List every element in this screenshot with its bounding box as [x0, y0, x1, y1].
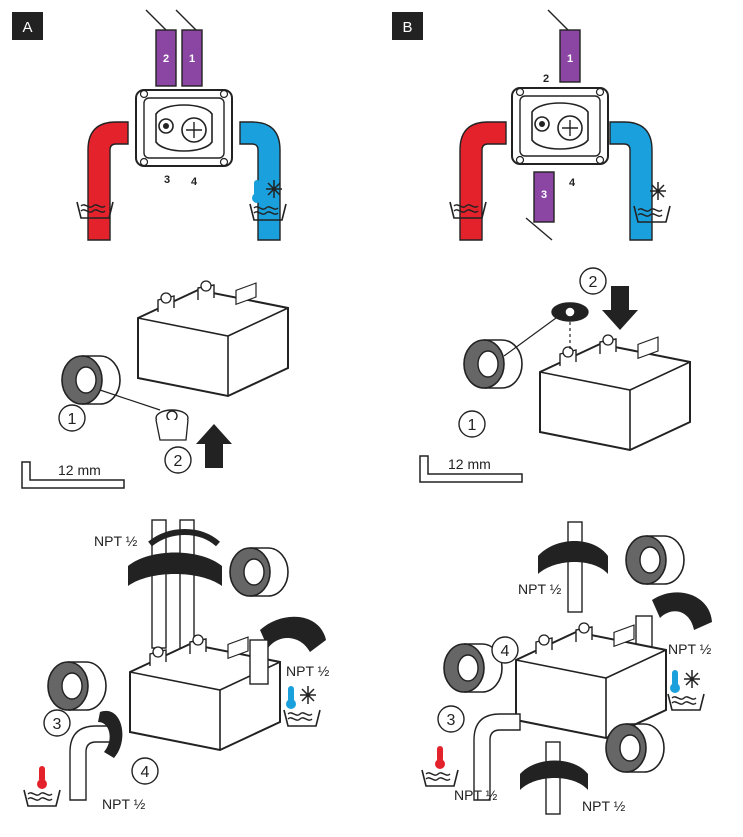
port-3-label: 3 — [541, 189, 547, 201]
panel-b-cold-pipe — [609, 121, 653, 241]
panel-b-badge: B — [392, 12, 423, 40]
svg-text:4: 4 — [141, 764, 150, 781]
step-4-marker: 4 — [131, 757, 159, 785]
svg-text:2: 2 — [589, 274, 598, 291]
panel-a-valve-perspective — [137, 280, 289, 397]
tool-size-label: 12 mm — [448, 456, 491, 472]
port-1-label: 1 — [567, 53, 573, 65]
panel-b-supply-pipe: 1 2 — [543, 9, 581, 85]
port-3-label: 3 — [164, 174, 170, 186]
sealing-tape-icon — [605, 723, 665, 773]
thread-size-label: NPT ½ — [582, 798, 626, 814]
svg-text:3: 3 — [53, 716, 62, 733]
hot-water-icon — [421, 745, 459, 787]
svg-text:2: 2 — [174, 453, 183, 470]
step-1-marker: 1 — [58, 404, 86, 432]
thread-size-label: NPT ½ — [518, 581, 562, 597]
panel-b-tape-wrap — [503, 302, 589, 357]
step-2-marker: 2 — [579, 267, 607, 295]
allen-key-icon — [419, 455, 523, 483]
step-1-marker: 1 — [458, 410, 486, 438]
panel-a-cold-pipe — [239, 121, 281, 241]
panel-b-valve-perspective — [539, 334, 691, 451]
sealing-tape-icon — [47, 661, 107, 711]
panel-a-badge: A — [12, 12, 43, 40]
sealing-tape-icon — [61, 355, 121, 405]
cold-water-icon — [667, 669, 705, 711]
allen-key-icon — [21, 461, 125, 489]
hot-water-icon — [23, 765, 61, 807]
sealing-tape-icon — [229, 547, 289, 597]
panel-a-supply-pipes — [128, 519, 222, 649]
panel-b-valve-body — [511, 87, 609, 165]
svg-text:4: 4 — [501, 643, 510, 660]
arrow-down-icon — [602, 286, 638, 330]
panel-b-outlet-pipe: 3 4 — [525, 171, 576, 241]
step-2-marker: 2 — [164, 446, 192, 474]
thread-size-label: NPT ½ — [454, 787, 498, 803]
thread-size-label: NPT ½ — [286, 663, 330, 679]
step-3-marker: 3 — [437, 705, 465, 733]
port-2-label: 2 — [163, 53, 169, 65]
sealing-tape-icon — [625, 535, 685, 585]
svg-text:3: 3 — [447, 712, 456, 729]
panel-a-supply-pipes: 2 1 — [145, 9, 203, 87]
port-4-label: 4 — [569, 177, 576, 189]
port-2-label: 2 — [543, 73, 549, 85]
thread-size-label: NPT ½ — [102, 796, 146, 812]
svg-text:1: 1 — [68, 411, 77, 428]
panel-a-label: A — [22, 19, 32, 36]
panel-a-side-fitting — [249, 616, 326, 685]
tool-size-label: 12 mm — [58, 462, 101, 478]
arrow-up-icon — [196, 424, 232, 468]
panel-b-label: B — [402, 19, 412, 36]
port-4-label: 4 — [191, 176, 198, 188]
cold-water-icon — [283, 685, 321, 727]
thread-size-label: NPT ½ — [668, 641, 712, 657]
panel-a-tape-wrap — [99, 389, 189, 441]
panel-a-valve-body — [135, 89, 233, 167]
panel-a-hot-elbow — [69, 710, 123, 801]
sealing-tape-icon — [463, 339, 523, 389]
panel-a-outlet-ports: 3 4 — [164, 174, 198, 188]
port-1-label: 1 — [189, 53, 195, 65]
panel-b-outlet-pipe — [520, 741, 588, 815]
thread-size-label: NPT ½ — [94, 533, 138, 549]
step-4-marker: 4 — [491, 636, 519, 664]
step-3-marker: 3 — [43, 709, 71, 737]
panel-b-supply-pipe — [538, 521, 608, 613]
panel-b-hot-elbow — [473, 713, 521, 801]
svg-text:1: 1 — [468, 417, 477, 434]
